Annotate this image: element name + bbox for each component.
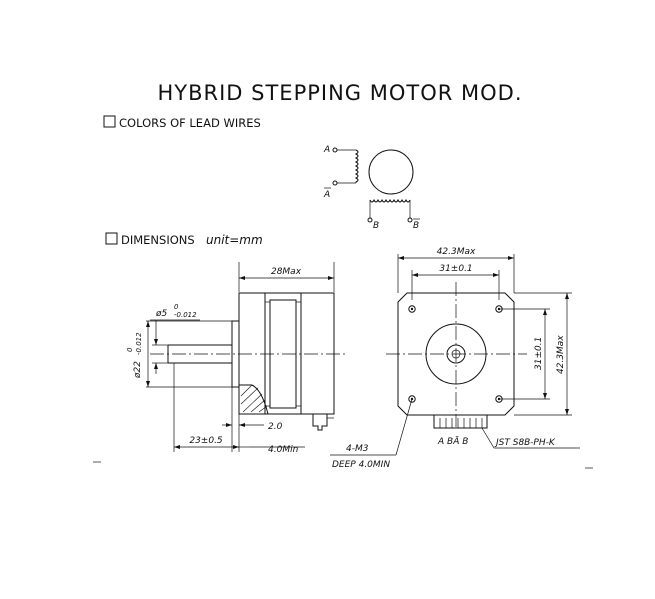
dim-shaft-len: 23±0.5 — [189, 436, 223, 446]
colors-checkbox — [103, 115, 116, 128]
dim-length: 28Max — [271, 267, 302, 277]
screw-spec: 4-M3 — [346, 444, 369, 454]
dim-shaft-tol-upper: 0 — [174, 303, 179, 311]
dim-height-max: 42.3Max — [556, 335, 566, 374]
dim-pilot-tol-lower: -0.012 — [135, 332, 143, 355]
screw-depth: DEEP 4.0MIN — [332, 460, 390, 470]
dim-hole-spacing-h: 31±0.1 — [439, 264, 472, 274]
drawing-title: HYBRID STEPPING MOTOR MOD. — [157, 81, 522, 105]
dim-shaft-dia: ø5 — [155, 309, 168, 319]
dim-hole-spacing-v: 31±0.1 — [534, 337, 544, 370]
wire-label-a: A — [323, 145, 330, 155]
dim-pilot-depth: 2.0 — [268, 422, 283, 432]
dim-shaft-tol-lower: -0.012 — [174, 311, 197, 319]
wire-label-b: B — [373, 221, 379, 231]
dim-pilot-tol-upper: 0 — [126, 347, 134, 352]
dimensions-checkbox — [105, 232, 118, 245]
front-view: 42.3Max 31±0.1 A BĀ B — [330, 247, 580, 470]
wiring-schematic: A A B B — [323, 145, 420, 231]
dim-width-max: 42.3Max — [437, 247, 476, 257]
wire-label-b-bar: B — [413, 221, 419, 231]
side-view: 28Max ø5 0 — [126, 262, 348, 455]
colors-heading: COLORS OF LEAD WIRES — [119, 116, 261, 130]
dimensions-heading: DIMENSIONS — [121, 233, 195, 247]
wire-label-a-bar: A — [323, 190, 330, 200]
connector-pins: A BĀ B — [437, 436, 468, 447]
unit-label: unit=mm — [206, 233, 263, 247]
dim-pilot-dia: ø22 — [133, 361, 143, 379]
dim-min-len: 4.0Min — [268, 445, 299, 455]
connector-part: JST S8B-PH-K — [494, 438, 556, 448]
